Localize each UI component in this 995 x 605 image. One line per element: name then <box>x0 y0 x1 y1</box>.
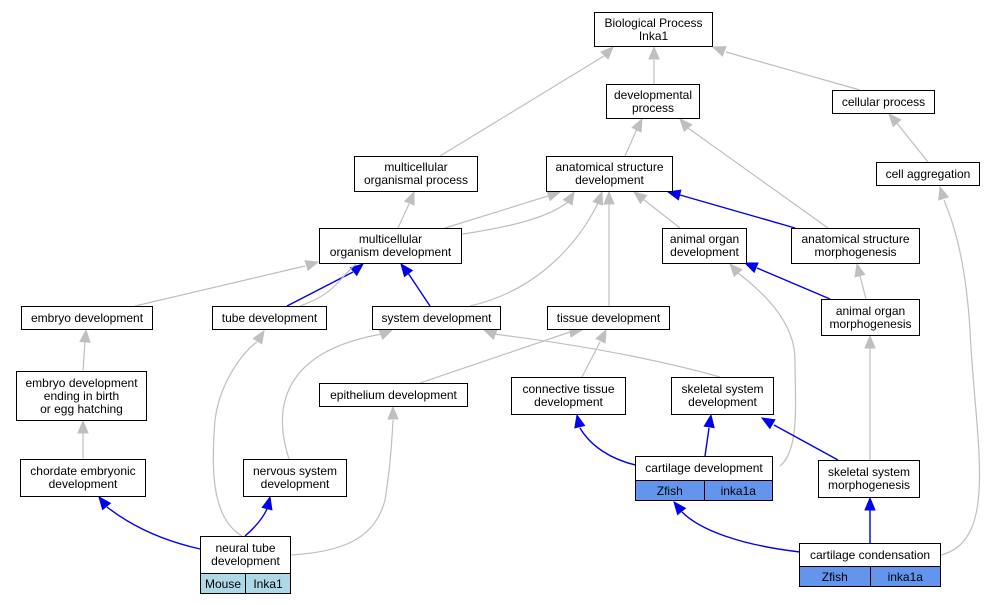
edge-skeletaldev-system-arrowhead <box>482 329 498 340</box>
edge-multiorg-anatdev-arrowhead <box>546 190 562 202</box>
node-developmental-process[interactable]: developmental process <box>606 84 700 119</box>
edge-cellagg-cellular <box>895 121 929 163</box>
node-embryo-development[interactable]: embryo development <box>21 306 153 330</box>
node-skeletal-system-morphogenesis[interactable]: skeletal system morphogenesis <box>818 460 920 498</box>
edge-cellular-bp-arrowhead <box>711 46 727 57</box>
edge-animalorganmorph-anatmorph <box>859 275 867 300</box>
node-system-development[interactable]: system development <box>372 306 501 330</box>
edge-multiproc-bp-arrowhead <box>600 46 614 60</box>
edge-multiorg-multiproc-arrowhead <box>403 190 415 206</box>
edge-cartilage-skeletaldev-arrowhead <box>703 413 715 429</box>
edge-anatdev-devprocess <box>624 128 638 157</box>
node-connective-tissue-development[interactable]: connective tissue development <box>511 377 626 415</box>
edge-multiorg-multiproc <box>397 203 410 229</box>
edge-tube-anatdev-arrowhead <box>562 190 575 206</box>
edge-neural-epithelium-arrowhead <box>387 405 399 420</box>
edge-anatmorph-anatdev-arrowhead <box>666 189 682 201</box>
node-multicellular-organism-development[interactable]: multicellular organism development <box>319 228 462 264</box>
edge-neural-nervous <box>244 508 268 537</box>
edge-multiproc-bp <box>439 55 605 157</box>
edge-animalorganmorph-animalorgan <box>756 267 831 300</box>
edge-skeletalmorph-skeletaldev <box>773 424 839 461</box>
edge-cartilage-animalorgan <box>737 272 797 467</box>
edge-connective-tissue <box>581 341 601 378</box>
edge-skeletaldev-system <box>493 333 721 378</box>
edge-system-multiorg-arrowhead <box>400 262 414 278</box>
edge-anatmorph-devprocess <box>687 127 829 229</box>
node-neural-tube-development[interactable]: neural tube development <box>200 536 291 574</box>
node-tissue-development[interactable]: tissue development <box>547 306 670 330</box>
edge-neural-tube-arrowhead <box>252 329 265 345</box>
edge-system-anatdev <box>469 202 599 307</box>
edge-condensation-cellagg-arrowhead <box>938 185 950 201</box>
edge-condensation-cellagg <box>940 199 981 556</box>
edge-connective-tissue-arrowhead <box>595 328 607 344</box>
edge-devprocess-bp-arrowhead <box>648 45 660 60</box>
node-nervous-system-development[interactable]: nervous system development <box>243 459 347 497</box>
edge-skeletalmorph-skeletaldev-arrowhead <box>760 417 776 430</box>
edge-condensation-cartilagedev-arrowhead <box>673 500 687 516</box>
node-anatomical-structure-morphogenesis[interactable]: anatomical structure morphogenesis <box>791 228 920 264</box>
annotation-row-neural-tube-development: Mouse Inka1 <box>200 573 291 594</box>
edge-animalorgan-anatdev <box>642 198 681 229</box>
edge-cartilage-skeletaldev <box>704 427 710 457</box>
annotation-gene[interactable]: inka1a <box>704 480 773 501</box>
edge-multiorg-anatdev <box>444 195 549 229</box>
node-epithelium-development[interactable]: epithelium development <box>319 383 468 407</box>
node-tube-development[interactable]: tube development <box>212 306 327 330</box>
edge-neural-tube <box>212 341 258 537</box>
edge-nervous-system <box>281 333 383 460</box>
edge-system-multiorg <box>407 272 431 307</box>
annotation-row-cartilage-condensation: Zfish inka1a <box>799 566 941 587</box>
edge-tissue-anatdev-arrowhead <box>603 190 615 205</box>
edge-cartilage-animalorgan-arrowhead <box>729 263 743 278</box>
edge-skeletalmorph-animalorganmorph-arrowhead <box>864 334 876 349</box>
edge-animalorganmorph-anatmorph-arrowhead <box>854 262 866 278</box>
edge-birth-embryo <box>82 341 86 372</box>
edge-nervous-system-arrowhead <box>378 329 394 340</box>
node-skeletal-system-development[interactable]: skeletal system development <box>671 377 774 415</box>
edge-anatmorph-devprocess-arrowhead <box>679 118 693 133</box>
edge-condensation-cartilagedev <box>681 511 801 553</box>
annotation-species[interactable]: Mouse <box>200 573 246 594</box>
edge-animalorganmorph-animalorgan-arrowhead <box>743 262 759 274</box>
edge-embryo-multiorg <box>134 265 306 307</box>
edge-animalorgan-anatdev-arrowhead <box>632 191 648 205</box>
node-animal-organ-morphogenesis[interactable]: animal organ morphogenesis <box>821 299 920 336</box>
edge-tube-multiorg-arrowhead <box>349 263 365 277</box>
node-cartilage-condensation[interactable]: cartilage condensation <box>799 543 941 567</box>
edge-neural-epithelium <box>290 419 394 556</box>
annotation-row-cartilage-development: Zfish inka1a <box>635 480 773 501</box>
edge-epithelium-tissue <box>419 331 571 384</box>
edge-condensation-skeletalmorph-arrowhead <box>864 496 876 511</box>
edge-birth-embryo-arrowhead <box>79 328 91 343</box>
annotation-gene[interactable]: inka1a <box>870 566 941 587</box>
node-anatomical-structure-development[interactable]: anatomical structure development <box>546 156 673 192</box>
node-biological-process[interactable]: Biological Process Inka1 <box>594 12 713 47</box>
edge-cellular-bp <box>725 51 861 91</box>
node-multicellular-organismal-process[interactable]: multicellular organismal process <box>354 156 478 192</box>
node-cellular-process[interactable]: cellular process <box>832 90 935 114</box>
edge-cellagg-cellular-arrowhead <box>888 113 902 128</box>
node-cell-aggregation[interactable]: cell aggregation <box>876 162 980 186</box>
edge-neural-nervous-arrowhead <box>261 495 273 511</box>
node-chordate-embryonic-development[interactable]: chordate embryonic development <box>20 459 146 497</box>
edge-embryo-multiorg-arrowhead <box>304 260 320 272</box>
edge-chordate-birth-arrowhead <box>77 419 89 434</box>
edge-neural-chordate-arrowhead <box>98 495 112 511</box>
edge-system-anatdev-arrowhead <box>592 190 604 206</box>
annotation-species[interactable]: Zfish <box>799 566 871 587</box>
node-animal-organ-development[interactable]: animal organ development <box>662 228 747 264</box>
node-embryo-development-ending-in-birth[interactable]: embryo development ending in birth or eg… <box>16 371 147 421</box>
edge-anatdev-devprocess-arrowhead <box>631 117 643 133</box>
annotation-gene[interactable]: Inka1 <box>246 573 291 594</box>
edge-anatmorph-anatdev <box>679 194 796 229</box>
node-cartilage-development[interactable]: cartilage development <box>635 456 773 481</box>
edge-cartilage-connective <box>579 427 641 467</box>
annotation-species[interactable]: Zfish <box>635 480 705 501</box>
edge-cartilage-connective-arrowhead <box>574 413 586 429</box>
edge-neural-chordate <box>106 506 201 550</box>
